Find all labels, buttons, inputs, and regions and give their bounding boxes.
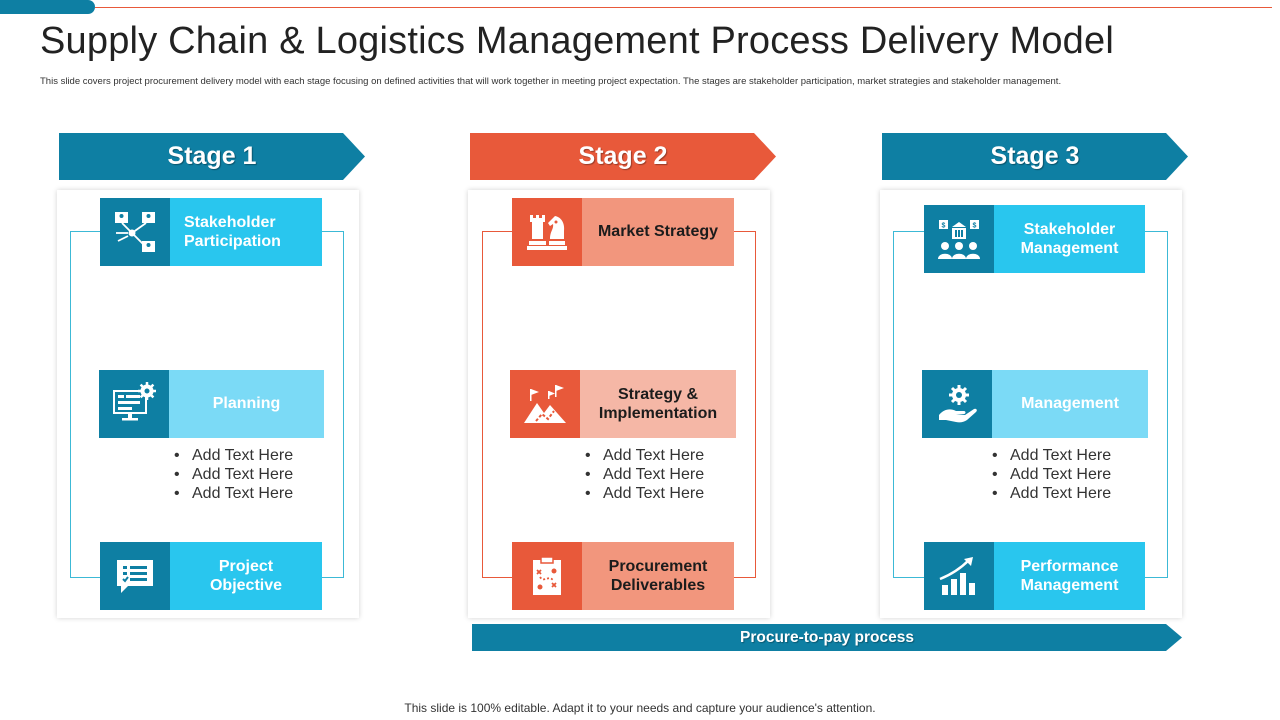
stakeholder-network-icon	[100, 198, 170, 266]
svg-text:$: $	[942, 223, 946, 230]
label-line-2: Management	[1020, 577, 1119, 594]
svg-text:$: $	[973, 223, 977, 230]
chat-checklist-icon	[100, 542, 170, 610]
stage-3-label: Stage 3	[990, 142, 1080, 170]
label-line-2: Deliverables	[610, 577, 706, 594]
stage-1-banner: Stage 1	[59, 133, 365, 180]
label-line-1: Planning	[212, 395, 281, 413]
stage-2-banner: Stage 2	[470, 133, 776, 180]
bullet-item: Add Text Here	[992, 465, 1111, 484]
slide-subtitle: This slide covers project procurement de…	[40, 76, 1062, 87]
mountain-flags-icon	[510, 370, 580, 438]
stage-1-item-planning: Planning	[99, 370, 324, 438]
stage-3-item-label: Management	[992, 370, 1148, 438]
stage-3-banner: Stage 3	[882, 133, 1188, 180]
label-line-2: Participation	[184, 233, 281, 250]
top-divider-line	[95, 7, 1272, 8]
label-line-2: Objective	[209, 577, 283, 594]
stage-1-item-label: Planning	[169, 370, 324, 438]
bullet-item: Add Text Here	[174, 484, 293, 503]
label-line-1: Stakeholder	[184, 213, 276, 231]
planning-monitor-gear-icon	[99, 370, 169, 438]
label-line-1: Management	[1021, 395, 1119, 413]
stage-3-item-management: Management	[922, 370, 1148, 438]
top-accent-bar	[0, 0, 95, 14]
label-line-2: Management	[1020, 240, 1119, 257]
bullet-item: Add Text Here	[992, 484, 1111, 503]
stage-1-label: Stage 1	[167, 142, 257, 170]
label-line-1: Procurement	[608, 557, 708, 575]
bullet-item: Add Text Here	[174, 446, 293, 465]
stage-2-item-strategy-implementation: Strategy & Implementation	[510, 370, 736, 438]
procure-to-pay-bar: Procure-to-pay process	[472, 624, 1182, 651]
label-line-1: Market Strategy	[597, 223, 719, 241]
bullet-item: Add Text Here	[992, 446, 1111, 465]
bullet-item: Add Text Here	[585, 484, 704, 503]
hand-gear-icon	[922, 370, 992, 438]
clipboard-strategy-icon	[512, 542, 582, 610]
slide-footer: This slide is 100% editable. Adapt it to…	[404, 701, 876, 715]
stage-2-label: Stage 2	[578, 142, 668, 170]
stage-2-bullets: Add Text Here Add Text Here Add Text Her…	[585, 446, 704, 503]
stage-1-bullets: Add Text Here Add Text Here Add Text Her…	[174, 446, 293, 503]
stage-2-item-label: Market Strategy	[582, 198, 734, 266]
stage-2-item-market-strategy: Market Strategy	[512, 198, 734, 266]
slide-title: Supply Chain & Logistics Management Proc…	[40, 20, 1114, 62]
process-bar-label: Procure-to-pay process	[740, 628, 914, 646]
label-line-1: Project	[218, 557, 274, 575]
bullet-item: Add Text Here	[585, 446, 704, 465]
stage-2-item-label: Strategy & Implementation	[580, 370, 736, 438]
label-line-1: Strategy &	[617, 385, 698, 403]
chess-pieces-icon	[512, 198, 582, 266]
bullet-item: Add Text Here	[174, 465, 293, 484]
label-line-2: Implementation	[598, 405, 718, 422]
stage-3-bullets: Add Text Here Add Text Here Add Text Her…	[992, 446, 1111, 503]
bullet-item: Add Text Here	[585, 465, 704, 484]
growth-chart-icon	[924, 542, 994, 610]
label-line-1: Performance	[1020, 557, 1119, 575]
label-line-1: Stakeholder	[1023, 220, 1116, 238]
stakeholder-bank-icon: $ $	[924, 205, 994, 273]
